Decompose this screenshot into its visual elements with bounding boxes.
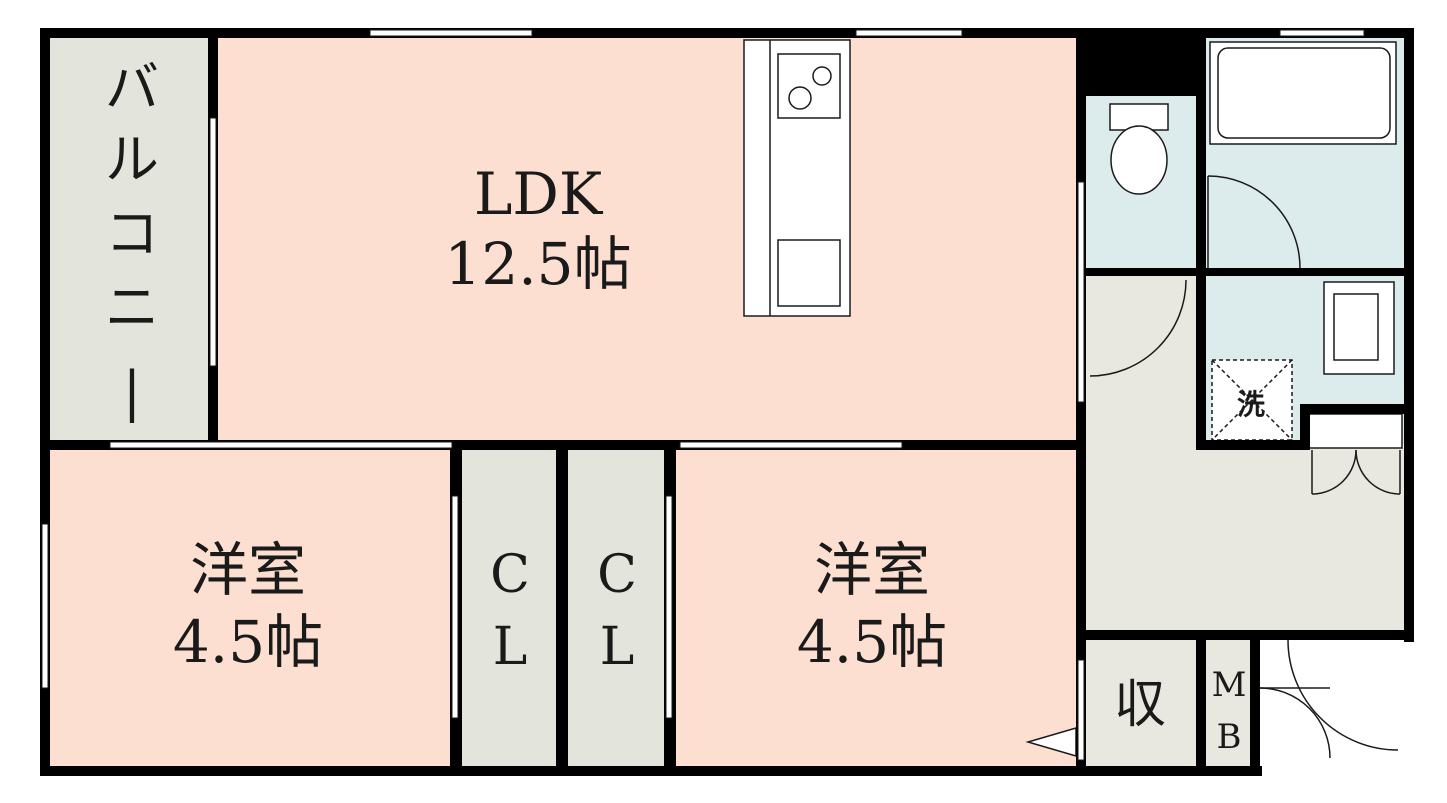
western-room-right-area <box>672 448 1080 768</box>
balcony-label: バ ル コ ニ | <box>105 56 159 423</box>
walls <box>40 28 1414 776</box>
closet-left-line1: C <box>490 545 530 605</box>
storage-area <box>1086 638 1198 768</box>
western-right-size: 4.5帖 <box>797 608 947 676</box>
balcony-area <box>48 36 216 444</box>
closet-left-line2: L <box>493 617 528 677</box>
entrance-hall-area <box>1200 448 1406 634</box>
meter-box-line2: B <box>1217 717 1242 757</box>
ldk-name: LDK <box>474 160 604 228</box>
meter-box-line1: M <box>1212 665 1247 705</box>
balcony-char-4: ニ <box>105 276 159 339</box>
balcony-char-5: | <box>123 360 141 423</box>
fixtures <box>743 39 1403 759</box>
balcony-char-3: コ <box>105 202 159 265</box>
closet-left-area <box>458 448 564 768</box>
windows <box>41 29 1365 761</box>
western-left-size: 4.5帖 <box>173 608 323 676</box>
ldk-size: 12.5帖 <box>444 230 631 298</box>
western-left-name: 洋室 <box>190 536 306 604</box>
ldk-area <box>216 36 1080 444</box>
entrance-area <box>1256 638 1406 748</box>
closet-right-line1: C <box>597 545 637 605</box>
closet-right-line2: L <box>600 617 635 677</box>
storage-label: 収 <box>1114 675 1166 735</box>
laundry-label: 洗 <box>1237 388 1265 421</box>
hallway-area <box>1086 272 1200 634</box>
meter-box-area <box>1204 638 1256 768</box>
western-right-name: 洋室 <box>814 536 930 604</box>
balcony-char-2: ル <box>105 128 159 191</box>
western-room-left-area <box>48 448 458 768</box>
balcony-char-1: バ <box>105 56 159 119</box>
closet-right-area <box>564 448 672 768</box>
